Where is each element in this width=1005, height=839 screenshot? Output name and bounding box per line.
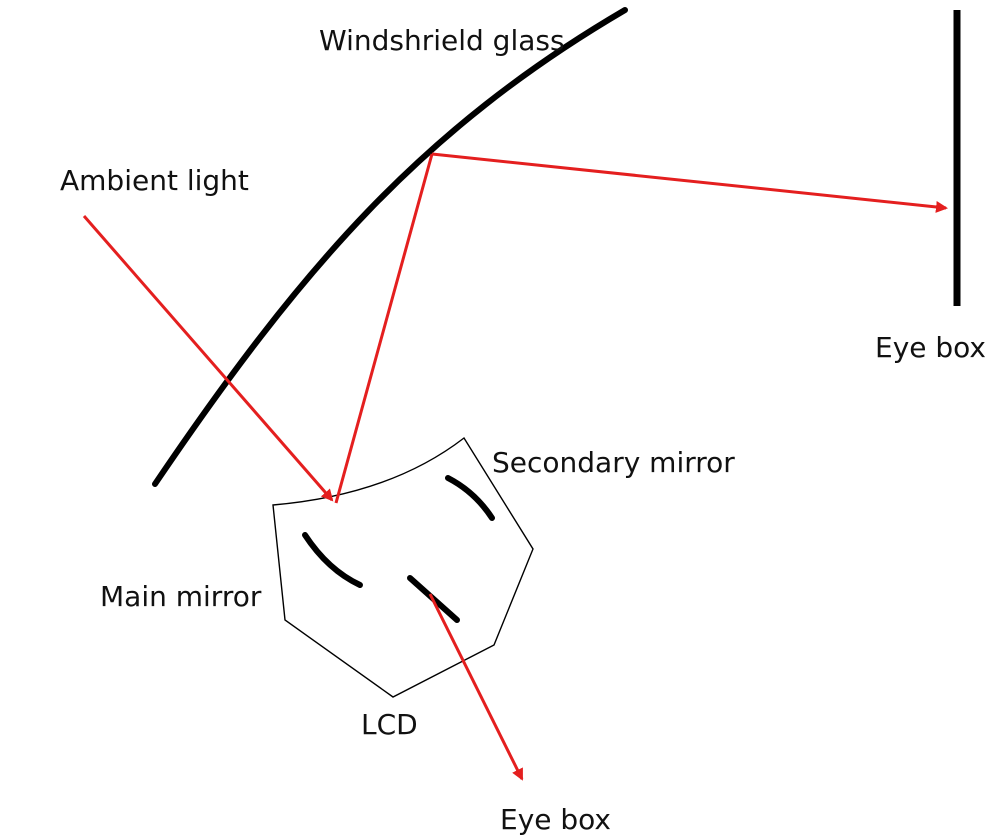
- windshield-glass-curve: [152, 7, 628, 487]
- main-mirror-element: [302, 532, 363, 588]
- ray-windshield-to-eye-box: [431, 152, 948, 213]
- main-mirror-label: Main mirror: [100, 580, 262, 613]
- eye-box-top-label: Eye box: [875, 331, 986, 364]
- secondary-mirror-element: [445, 475, 495, 521]
- ambient-light-label: Ambient light: [60, 164, 249, 197]
- ray-mirror-to-windshield: [334, 153, 434, 504]
- lcd-label: LCD: [361, 708, 418, 741]
- hud-housing-outline: [272, 436, 534, 698]
- ray-lcd-to-eye-box: [428, 593, 524, 781]
- windshield-glass-label: Windshrield glass: [319, 24, 565, 57]
- eye-box-bottom-label: Eye box: [500, 803, 611, 836]
- secondary-mirror-label: Secondary mirror: [492, 446, 735, 479]
- ambient-light-ray: [82, 215, 334, 502]
